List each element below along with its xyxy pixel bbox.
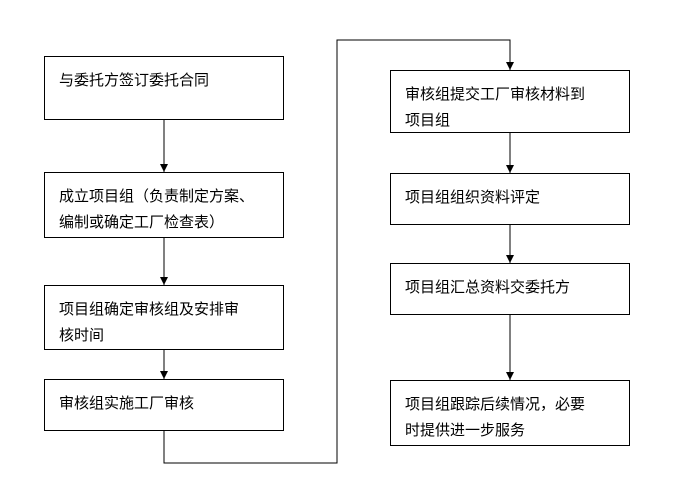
step-box-evaluate-materials: 项目组组织资料评定	[390, 173, 630, 225]
step-box-sign-contract: 与委托方签订委托合同	[44, 56, 284, 120]
step-box-follow-up-service: 项目组跟踪后续情况，必要 时提供进一步服务	[390, 380, 630, 446]
arrow-step4-to-step5	[163, 39, 514, 464]
step-box-submit-audit-materials: 审核组提交工厂审核材料到 项目组	[390, 70, 630, 133]
step-box-deliver-to-client: 项目组汇总资料交委托方	[390, 263, 630, 315]
step-box-conduct-factory-audit: 审核组实施工厂审核	[44, 379, 284, 431]
step-box-form-project-team: 成立项目组（负责制定方案、 编制或确定工厂检查表）	[44, 172, 284, 238]
step-box-assign-audit-team: 项目组确定审核组及安排审 核时间	[44, 285, 284, 350]
